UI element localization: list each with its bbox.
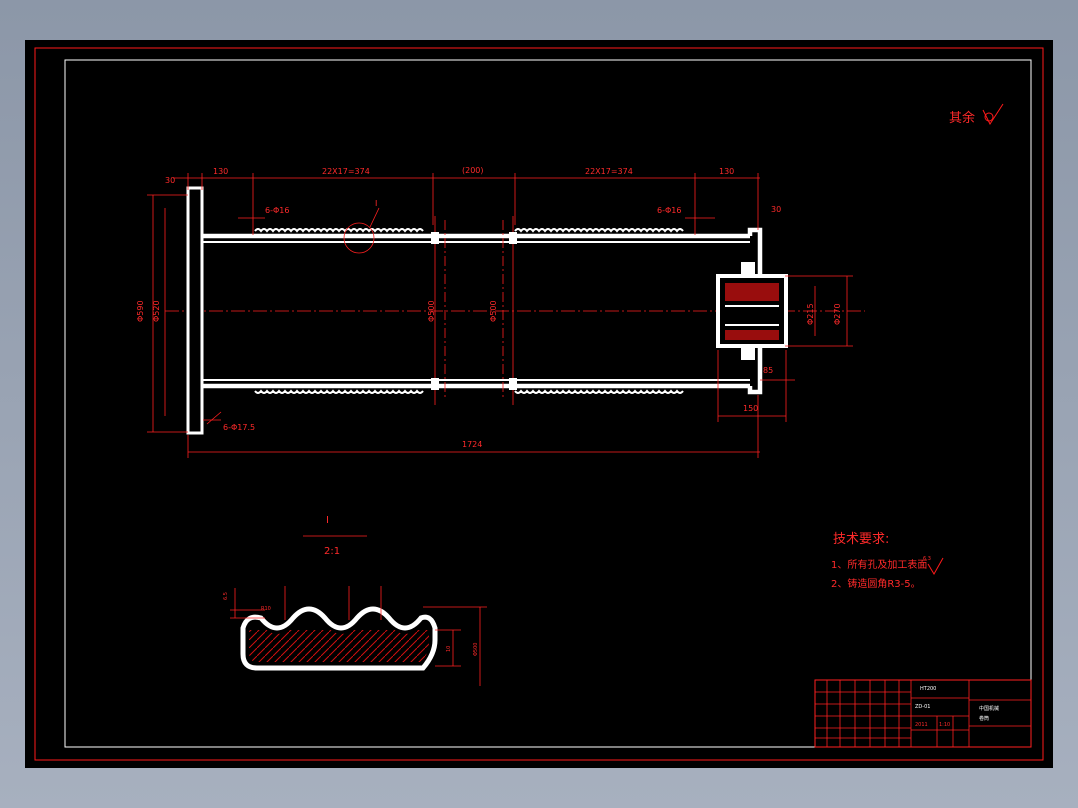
tech-title: 技术要求: [833, 532, 889, 547]
dim-phi-mid2: Φ500 [489, 300, 498, 322]
dim-150: 150 [743, 404, 758, 413]
tech-line-1: 1、所有孔及加工表面 [831, 558, 927, 571]
tech-roughness-value: 6.3 [923, 556, 931, 562]
tech-requirements: 技术要求: 1、所有孔及加工表面 6.3 2、铸造圆角R3-5。 [831, 532, 944, 590]
detail-label: I [326, 515, 329, 526]
dim-phi-hub1: Φ215 [806, 303, 815, 325]
dim-phi-hub2: Φ270 [833, 303, 842, 325]
tb-code: 2011 [915, 722, 928, 728]
dim-200: (200) [462, 166, 484, 175]
detail-marker-circle [343, 222, 375, 254]
tb-drawing-no: ZD-01 [915, 704, 930, 710]
dim-30-right: 30 [771, 205, 781, 214]
tb-material: HT200 [920, 686, 936, 692]
dim-span-left: 22X17=374 [322, 167, 370, 176]
roughness-symbol [982, 103, 1004, 126]
rope-grooves-top [254, 228, 684, 233]
roughness-note: 其余 [949, 110, 975, 126]
cad-drawing: 其余 [34, 47, 1044, 761]
holes-bottom-label: 6-Φ17.5 [223, 423, 255, 432]
holes-left-label: 6-Φ16 [265, 206, 289, 215]
detail-phi: Φ500 [473, 643, 479, 656]
tb-company: 中国机械 [979, 705, 999, 712]
dim-total-length: 1724 [462, 440, 482, 449]
detail-scale: 2:1 [324, 546, 340, 557]
tech-line-2: 2、铸造圆角R3-5。 [831, 577, 921, 590]
detail-d10: 10 [446, 646, 452, 652]
left-flange [186, 186, 204, 435]
dim-85: 85 [763, 366, 773, 375]
inner-frame [64, 59, 1032, 748]
dim-130-right: 130 [719, 167, 734, 176]
dim-phi-mid1: Φ500 [427, 300, 436, 322]
dim-30-left: 30 [165, 176, 175, 185]
dimension-lines [147, 173, 853, 458]
detail-h-label: 6.5 [223, 592, 229, 600]
holes-right-label: 6-Φ16 [657, 206, 681, 215]
title-block: HT200 ZD-01 中国机械 卷筒 2011 1:10 [814, 679, 1032, 748]
tb-sheet: 1:10 [939, 722, 950, 728]
drawing-canvas: 其余 [25, 40, 1053, 768]
dim-130-left: 130 [213, 167, 228, 176]
detail-marker-label: I [375, 199, 377, 208]
dim-phi-inner: Φ520 [152, 300, 161, 322]
right-hub [716, 262, 788, 360]
outer-frame [34, 47, 1044, 761]
dim-span-right: 22X17=374 [585, 167, 633, 176]
detail-r-label: R10 [261, 606, 271, 612]
drum-main-view: I [165, 186, 865, 435]
rope-grooves-bottom [254, 389, 684, 394]
dim-phi-outer: Φ590 [136, 300, 145, 322]
tb-part-name: 卷筒 [979, 715, 989, 722]
detail-view: I 2:1 6.5 R10 10 Φ500 [223, 515, 487, 686]
